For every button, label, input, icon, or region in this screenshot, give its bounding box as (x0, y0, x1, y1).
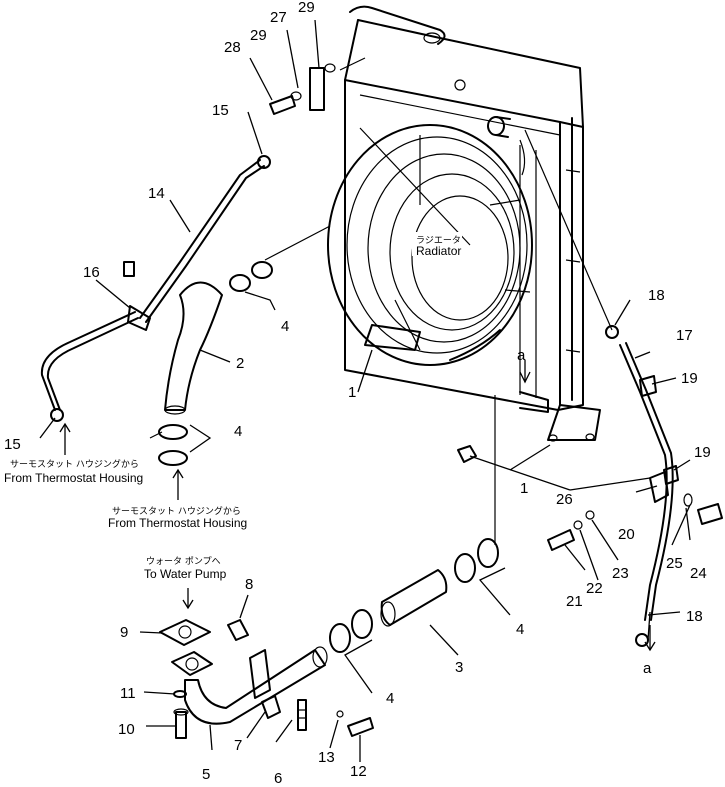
tube-17 (619, 342, 674, 621)
callout-25: 25 (666, 555, 683, 572)
thermo-label-jp-1: サーモスタット ハウジングから (10, 458, 139, 470)
thermo-label-en-1: From Thermostat Housing (4, 471, 143, 485)
callout-4d: 4 (386, 690, 394, 707)
callout-1a: 1 (348, 384, 356, 401)
clip-19b (663, 465, 679, 485)
washer-29a (290, 91, 302, 101)
callout-3: 3 (455, 659, 463, 676)
clip-15b (50, 408, 64, 422)
callout-29a: 29 (250, 27, 267, 44)
callout-17: 17 (676, 327, 693, 344)
callout-19b: 19 (694, 444, 711, 461)
callout-12: 12 (350, 763, 367, 780)
callout-14: 14 (148, 185, 165, 202)
callout-18b: 18 (686, 608, 703, 625)
tube-16 (40, 311, 139, 411)
callout-a-top: a (517, 347, 526, 364)
callout-a-bottom: a (643, 660, 652, 677)
callout-22: 22 (586, 580, 603, 597)
clip-19a (639, 375, 657, 397)
pipe-5 (184, 649, 326, 725)
callout-26: 26 (556, 491, 573, 508)
callout-23: 23 (612, 565, 629, 582)
flow-arrows (59, 360, 656, 652)
callout-13: 13 (318, 749, 335, 766)
gasket-9 (159, 619, 211, 646)
washer-13 (336, 710, 344, 718)
callout-4a: 4 (281, 318, 289, 335)
hose-2 (164, 281, 223, 411)
callout-5: 5 (202, 766, 210, 783)
clip-15a (257, 155, 271, 169)
callout-18a: 18 (648, 287, 665, 304)
bolt-28 (269, 95, 296, 115)
tube-14 (139, 159, 265, 323)
callout-6: 6 (274, 770, 282, 787)
callout-19a: 19 (681, 370, 698, 387)
callout-15a: 15 (212, 102, 229, 119)
pump-label-en: To Water Pump (144, 567, 227, 581)
labels: ラジエータ Radiator サーモスタット ハウジングから From Ther… (4, 232, 462, 581)
callout-10: 10 (118, 721, 135, 738)
hose-clamps-4 (149, 225, 499, 653)
callout-27: 27 (270, 9, 287, 26)
bolt-21 (547, 529, 575, 551)
nut-26 (457, 445, 477, 463)
washer-22 (573, 520, 583, 530)
callout-28: 28 (224, 39, 241, 56)
leader-lines (39, 19, 691, 762)
radiator-label-en: Radiator (416, 244, 461, 258)
callout-2: 2 (236, 355, 244, 372)
callout-29b: 29 (298, 0, 315, 16)
thermo-label-en-2: From Thermostat Housing (108, 516, 247, 530)
callout-9: 9 (120, 624, 128, 641)
bolt-10 (175, 711, 187, 739)
bolt-12 (347, 717, 374, 737)
callout-1b: 1 (520, 480, 528, 497)
callout-7: 7 (234, 737, 242, 754)
callout-4c: 4 (516, 621, 524, 638)
callout-20: 20 (618, 526, 635, 543)
radiator-label-jp: ラジエータ (416, 235, 461, 246)
callout-21: 21 (566, 593, 583, 610)
callout-4b: 4 (234, 423, 242, 440)
washer-25 (683, 493, 693, 507)
clip-18a (605, 325, 619, 339)
callout-11: 11 (120, 685, 136, 702)
bolt-24 (697, 503, 723, 525)
callout-15b: 15 (4, 436, 21, 453)
plug-6 (297, 699, 307, 731)
washer-29b (324, 63, 336, 73)
bracket-27 (309, 67, 325, 111)
callout-24: 24 (690, 565, 707, 582)
bracket-20 (649, 471, 669, 503)
callout-8: 8 (245, 576, 253, 593)
hose-3 (380, 569, 448, 626)
fitting-8 (227, 619, 249, 641)
callouts: 1 1 2 3 4 4 4 4 5 6 7 8 9 10 11 12 13 14… (4, 0, 711, 787)
callout-16: 16 (83, 264, 100, 281)
plug-7 (261, 695, 281, 719)
washer-23 (585, 510, 595, 520)
pump-label-jp: ウォータ ポンプへ (146, 556, 221, 567)
radiator-assembly (327, 5, 601, 442)
thermo-label-jp-2: サーモスタット ハウジングから (112, 505, 241, 517)
